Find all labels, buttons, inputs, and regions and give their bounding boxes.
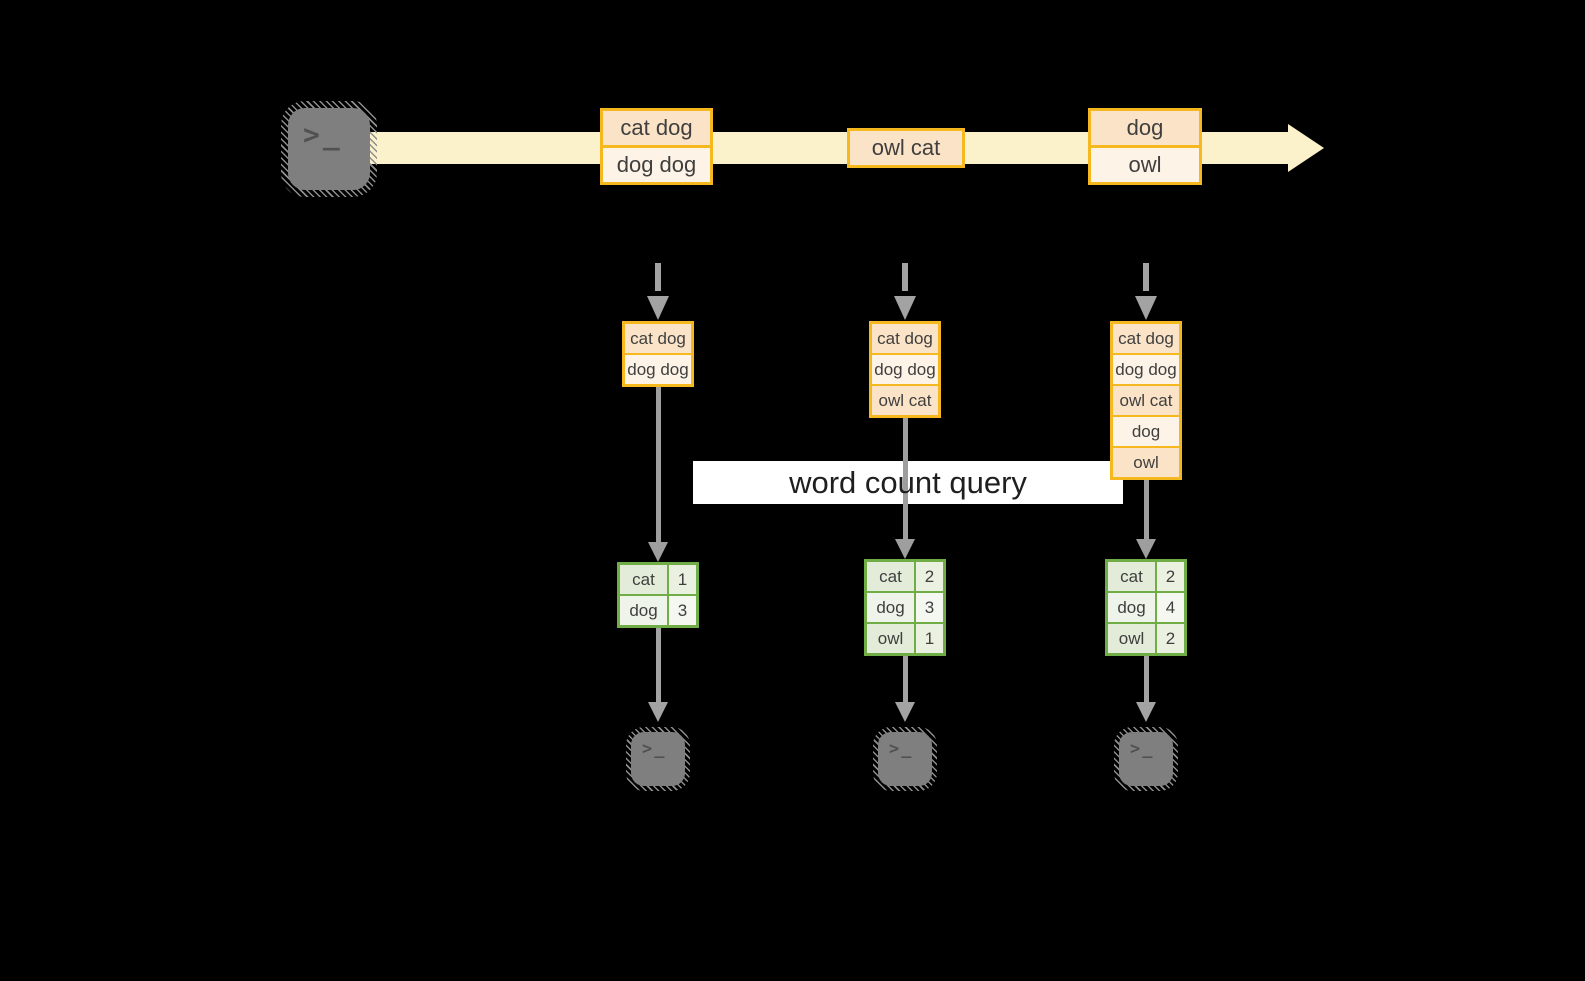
- count-cell: 2: [914, 562, 943, 591]
- count-cell: 4: [1155, 593, 1184, 622]
- event-log-row: owl: [1113, 446, 1179, 477]
- output-arrow: [903, 656, 908, 704]
- count-cell: 2: [1155, 624, 1184, 653]
- output-arrow: [656, 628, 661, 704]
- down-arrowhead-icon: [895, 702, 915, 722]
- stream-event-row: owl cat: [850, 131, 962, 165]
- count-table-row: dog 4: [1108, 591, 1184, 622]
- terminal-screen: >_: [1119, 732, 1173, 786]
- terminal-prompt-icon: >_: [1130, 739, 1155, 759]
- down-arrowhead-icon: [1136, 702, 1156, 722]
- count-table-row: dog 3: [867, 591, 943, 622]
- source-terminal-icon: >_: [281, 101, 377, 197]
- count-cell: 1: [667, 565, 696, 594]
- query-banner: [693, 461, 1123, 504]
- terminal-screen: >_: [878, 732, 932, 786]
- count-table-row: owl 2: [1108, 622, 1184, 653]
- down-arrowhead-icon: [647, 296, 669, 320]
- count-cell: 3: [667, 596, 696, 625]
- count-table-3: cat 2 dog 4 owl 2: [1105, 559, 1187, 656]
- word-cell: dog: [867, 593, 914, 622]
- down-arrowhead-icon: [1136, 539, 1156, 559]
- count-table-row: cat 2: [867, 562, 943, 591]
- event-log-row: owl cat: [1113, 384, 1179, 415]
- count-cell: 2: [1155, 562, 1184, 591]
- down-arrowhead-icon: [1135, 296, 1157, 320]
- event-log-row: owl cat: [872, 384, 938, 415]
- sink-terminal-icon: >_: [626, 727, 690, 791]
- sink-terminal-icon: >_: [1114, 727, 1178, 791]
- stream-event-row: owl: [1091, 145, 1199, 182]
- count-table-row: cat 2: [1108, 562, 1184, 591]
- word-cell: cat: [620, 565, 667, 594]
- count-cell: 3: [914, 593, 943, 622]
- event-log-row: cat dog: [1113, 324, 1179, 353]
- event-log-row: dog dog: [1113, 353, 1179, 384]
- stream-event-2: owl cat: [847, 128, 965, 168]
- stream-event-3: dog owl: [1088, 108, 1202, 185]
- event-log-row: cat dog: [872, 324, 938, 353]
- event-log-row: dog: [1113, 415, 1179, 446]
- sink-terminal-icon: >_: [873, 727, 937, 791]
- down-arrowhead-icon: [648, 542, 668, 562]
- count-cell: 1: [914, 624, 943, 653]
- terminal-screen: >_: [288, 108, 370, 190]
- count-table-2: cat 2 dog 3 owl 1: [864, 559, 946, 656]
- terminal-screen: >_: [631, 732, 685, 786]
- stream-event-1: cat dog dog dog: [600, 108, 713, 185]
- event-log-3: cat dog dog dog owl cat dog owl: [1110, 321, 1182, 480]
- event-log-row: dog dog: [872, 353, 938, 384]
- down-arrowhead-icon: [648, 702, 668, 722]
- ingest-arrow-dash: [902, 263, 908, 291]
- terminal-prompt-icon: >_: [642, 739, 667, 759]
- stream-event-row: dog: [1091, 111, 1199, 145]
- stream-arrowhead-icon: [1288, 124, 1324, 172]
- word-cell: cat: [1108, 562, 1155, 591]
- ingest-arrow-dash: [1143, 263, 1149, 291]
- word-cell: cat: [867, 562, 914, 591]
- stream-event-row: cat dog: [603, 111, 710, 145]
- event-log-row: dog dog: [625, 353, 691, 384]
- word-cell: owl: [867, 624, 914, 653]
- query-banner-label: word count query: [789, 465, 1027, 500]
- output-arrow: [1144, 656, 1149, 704]
- word-cell: dog: [620, 596, 667, 625]
- query-connector: [656, 387, 661, 543]
- event-log-1: cat dog dog dog: [622, 321, 694, 387]
- down-arrowhead-icon: [895, 539, 915, 559]
- ingest-arrow-dash: [655, 263, 661, 291]
- count-table-row: cat 1: [620, 565, 696, 594]
- terminal-prompt-icon: >_: [889, 739, 914, 759]
- event-log-row: cat dog: [625, 324, 691, 353]
- word-cell: owl: [1108, 624, 1155, 653]
- event-log-2: cat dog dog dog owl cat: [869, 321, 941, 418]
- word-cell: dog: [1108, 593, 1155, 622]
- count-table-row: owl 1: [867, 622, 943, 653]
- count-table-1: cat 1 dog 3: [617, 562, 699, 628]
- stream-event-row: dog dog: [603, 145, 710, 182]
- count-table-row: dog 3: [620, 594, 696, 625]
- terminal-prompt-icon: >_: [303, 118, 343, 151]
- query-connector: [903, 418, 908, 541]
- down-arrowhead-icon: [894, 296, 916, 320]
- query-connector: [1144, 480, 1149, 541]
